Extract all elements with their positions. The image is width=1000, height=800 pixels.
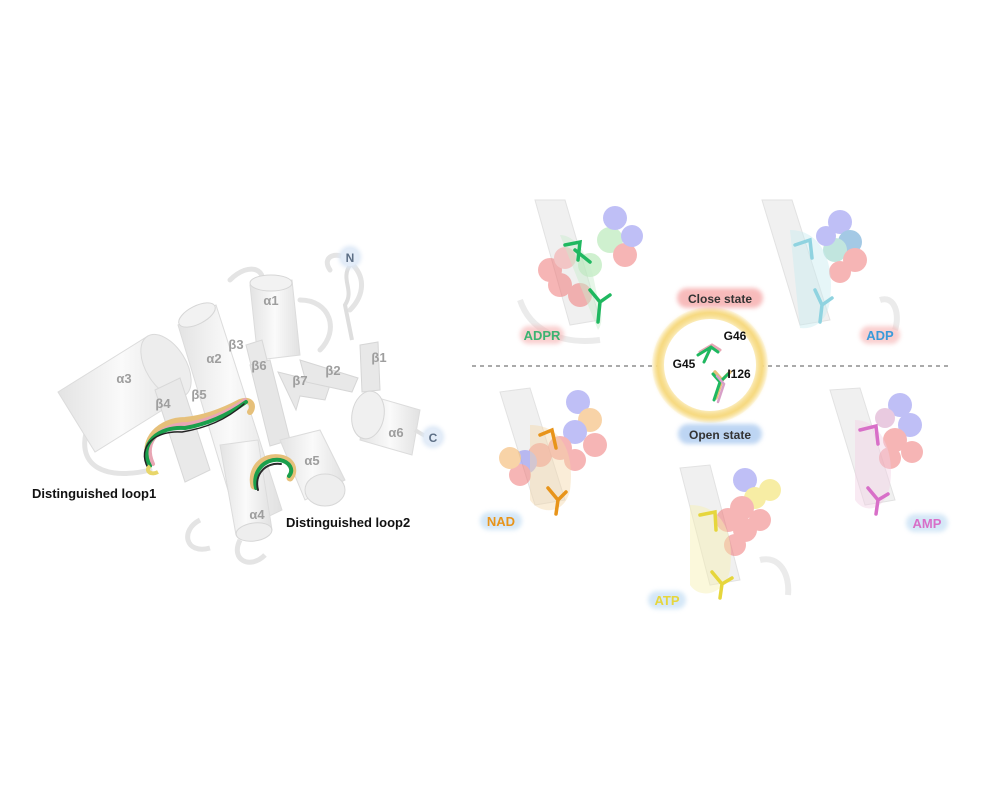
strand-b5-label: β5	[191, 387, 206, 402]
tile-amp: AMP	[829, 387, 948, 532]
lower-coil	[185, 517, 267, 565]
c-terminus-label: C	[429, 431, 438, 445]
strand-b3-label: β3	[228, 337, 243, 352]
strand-b4	[154, 377, 211, 483]
tile-nad: NAD	[480, 387, 607, 530]
right-ligand-panel: ADPR ADP	[472, 199, 948, 609]
n-terminal-coil	[342, 263, 354, 341]
distinguished-loop2	[249, 454, 297, 491]
residue-g46: G46	[724, 329, 747, 343]
n-terminus-marker: N	[339, 246, 361, 268]
open-state-badge: Open state	[678, 424, 762, 444]
ligand-label-adpr: ADPR	[524, 328, 561, 343]
ligand-label-nad: NAD	[487, 514, 515, 529]
helix-a6	[351, 390, 421, 456]
distinguished-loop1	[143, 397, 255, 476]
residue-g45: G45	[673, 357, 696, 371]
left-structure-panel: N C α1 α2 α3 α4 α5 α6 β1 β2 β3 β4 β5 β6 …	[32, 246, 444, 565]
tile-atp: ATP	[648, 464, 792, 609]
strand-b6-label: β6	[251, 358, 266, 373]
coil-background	[82, 252, 364, 476]
helix-a3	[57, 333, 192, 453]
close-state-badge: Close state	[677, 288, 763, 308]
center-state-ring: G46 G45 I126	[652, 307, 768, 423]
strand-b7-label: β7	[292, 373, 307, 388]
ligand-label-atp: ATP	[654, 593, 679, 608]
open-state-label: Open state	[689, 428, 751, 442]
helix-a4-label: α4	[249, 507, 265, 522]
helix-a5-label: α5	[304, 453, 319, 468]
ligand-label-amp: AMP	[913, 516, 942, 531]
strand-b4-label: β4	[155, 396, 171, 411]
helix-a5	[279, 429, 346, 507]
ligand-label-adp: ADP	[866, 328, 894, 343]
strand-b1-label: β1	[371, 350, 386, 365]
residue-i126: I126	[727, 367, 751, 381]
loop1-label: Distinguished loop1	[32, 486, 156, 501]
tile-adpr: ADPR	[517, 199, 643, 344]
helix-a4	[219, 439, 273, 542]
helix-a3-label: α3	[116, 371, 131, 386]
helix-a2-label: α2	[206, 351, 221, 366]
strand-b1	[359, 341, 381, 393]
loop2-label: Distinguished loop2	[286, 515, 410, 530]
close-state-label: Close state	[688, 292, 752, 306]
strand-b2	[299, 359, 359, 393]
strand-b2-label: β2	[325, 363, 340, 378]
n-terminus-label: N	[346, 251, 355, 265]
tile-adp: ADP	[761, 199, 900, 344]
helix-a6-label: α6	[388, 425, 403, 440]
helix-a1-label: α1	[263, 293, 278, 308]
c-terminus-marker: C	[422, 426, 444, 448]
